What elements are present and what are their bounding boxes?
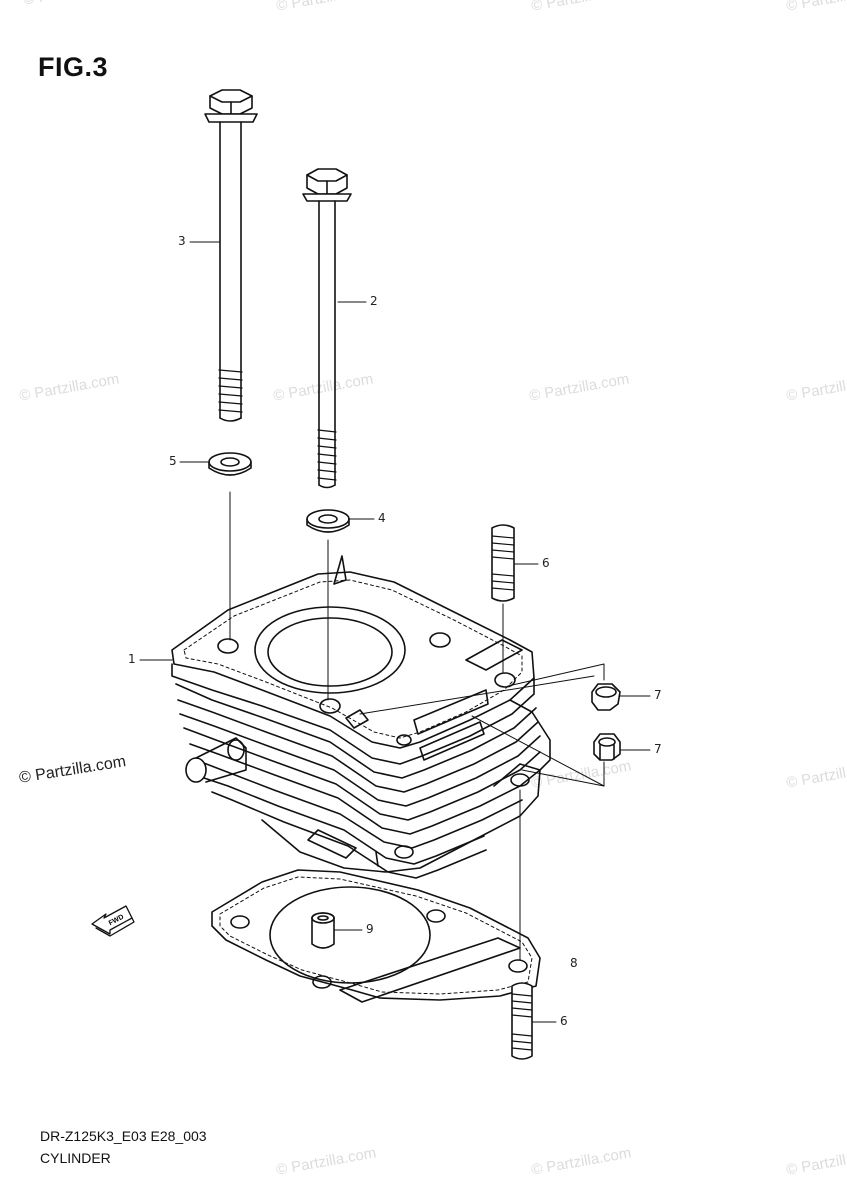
callout-part-6-lower: 6 [560, 1014, 568, 1028]
part-8-base-gasket [211, 869, 541, 1003]
leader-lines [139, 241, 651, 1023]
part-2-bolt [302, 168, 352, 489]
part-4-washer [306, 509, 350, 533]
callout-part-7-lower: 7 [654, 742, 662, 756]
part-9-dowel-pin [311, 912, 335, 949]
part-3-bolt-long [204, 89, 258, 422]
part-7-nut-lower [593, 733, 621, 761]
part-6-stud-lower [511, 982, 533, 1060]
callout-part-8: 8 [570, 956, 578, 970]
diagram-name: CYLINDER [40, 1150, 111, 1166]
diagram-code: DR-Z125K3_E03 E28_003 [40, 1128, 207, 1144]
part-5-washer [208, 452, 252, 476]
callout-part-9: 9 [366, 922, 374, 936]
part-6-stud-upper [491, 524, 515, 602]
callout-part-4: 4 [378, 511, 386, 525]
figure-title: FIG.3 [38, 52, 109, 82]
callout-part-5: 5 [169, 454, 177, 468]
callout-part-2: 2 [370, 294, 378, 308]
part-1-cylinder [171, 555, 551, 879]
callout-part-1: 1 [128, 652, 136, 666]
callout-part-3: 3 [178, 234, 186, 248]
part-7-nut-upper [591, 683, 621, 711]
callout-part-7-upper: 7 [654, 688, 662, 702]
callout-part-6-upper: 6 [542, 556, 550, 570]
fwd-arrow-icon [91, 905, 135, 937]
